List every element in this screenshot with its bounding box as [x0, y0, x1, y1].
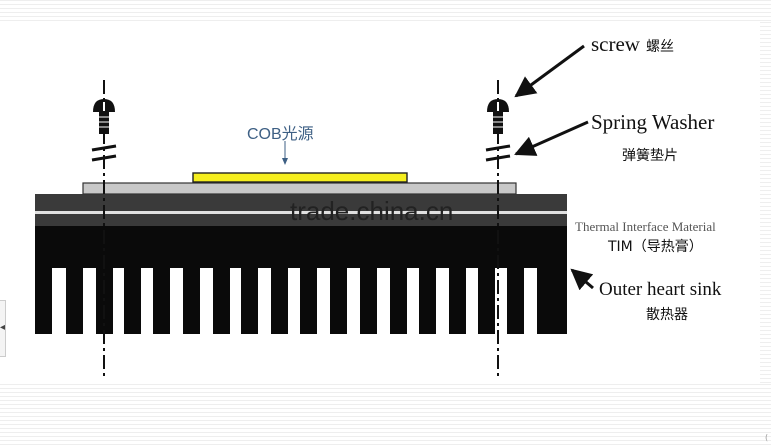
heatsink-arrow — [570, 268, 594, 291]
heatsink-fin — [330, 268, 347, 334]
spring-washer-label: Spring Washer — [591, 110, 715, 134]
screw-shank — [99, 112, 109, 134]
heatsink-fin — [35, 268, 52, 334]
tim-highlight — [0, 211, 771, 214]
background-stripes-top — [0, 0, 771, 22]
heatsink-base — [35, 226, 567, 268]
heatsink-fin — [153, 268, 170, 334]
screw-label: screw 螺丝 — [591, 32, 674, 57]
tim-layer — [35, 194, 567, 226]
heatsink-label-cn: 散热器 — [646, 307, 688, 323]
heatsink-fin — [449, 268, 466, 334]
background-stripes-bottom — [0, 384, 771, 445]
heatsink-fin — [300, 268, 317, 334]
heatsink-fin — [241, 268, 258, 334]
heatsink-fin — [390, 268, 407, 334]
heatsink-fins — [35, 268, 567, 334]
heatsink-fin — [478, 268, 495, 334]
left-edge-handle[interactable] — [0, 300, 6, 357]
heatsink-label: Outer heart sink — [599, 279, 722, 300]
washer-arrow — [514, 120, 589, 156]
background-stripes-right — [760, 22, 771, 384]
heatsink-fin — [507, 268, 524, 334]
tim-label-cn: TIM（导热膏） — [608, 239, 703, 255]
watermark: trade.china.cn — [290, 196, 454, 226]
cob-label: COB光源 — [247, 126, 314, 143]
heatsink-fin — [66, 268, 83, 334]
heatsink-fin — [360, 268, 377, 334]
cob-pointer-head — [282, 158, 288, 165]
screw-shank — [493, 112, 503, 134]
heatsink-fin — [124, 268, 141, 334]
cob-chip — [192, 172, 408, 183]
left-spring-washer — [91, 144, 117, 162]
left-screw — [93, 99, 115, 134]
heatsink-fin — [419, 268, 436, 334]
screw-label-en: screw — [591, 32, 640, 56]
screw-arrow — [514, 44, 585, 98]
heatsink-fin — [552, 268, 567, 334]
screw-label-cn: 螺丝 — [645, 39, 674, 55]
corner-mark: ( — [765, 433, 769, 442]
heatsink-fin — [183, 268, 200, 334]
left-edge-arrow-icon: ◂ — [0, 322, 6, 333]
tim-label-en: Thermal Interface Material — [575, 219, 716, 231]
right-spring-washer — [485, 144, 511, 162]
heatsink-fin — [213, 268, 230, 334]
heatsink-fin — [537, 268, 554, 334]
substrate-board — [82, 182, 517, 195]
right-screw — [487, 99, 509, 134]
spring-washer-label-cn: 弹簧垫片 — [622, 148, 678, 164]
heatsink-fin — [271, 268, 288, 334]
